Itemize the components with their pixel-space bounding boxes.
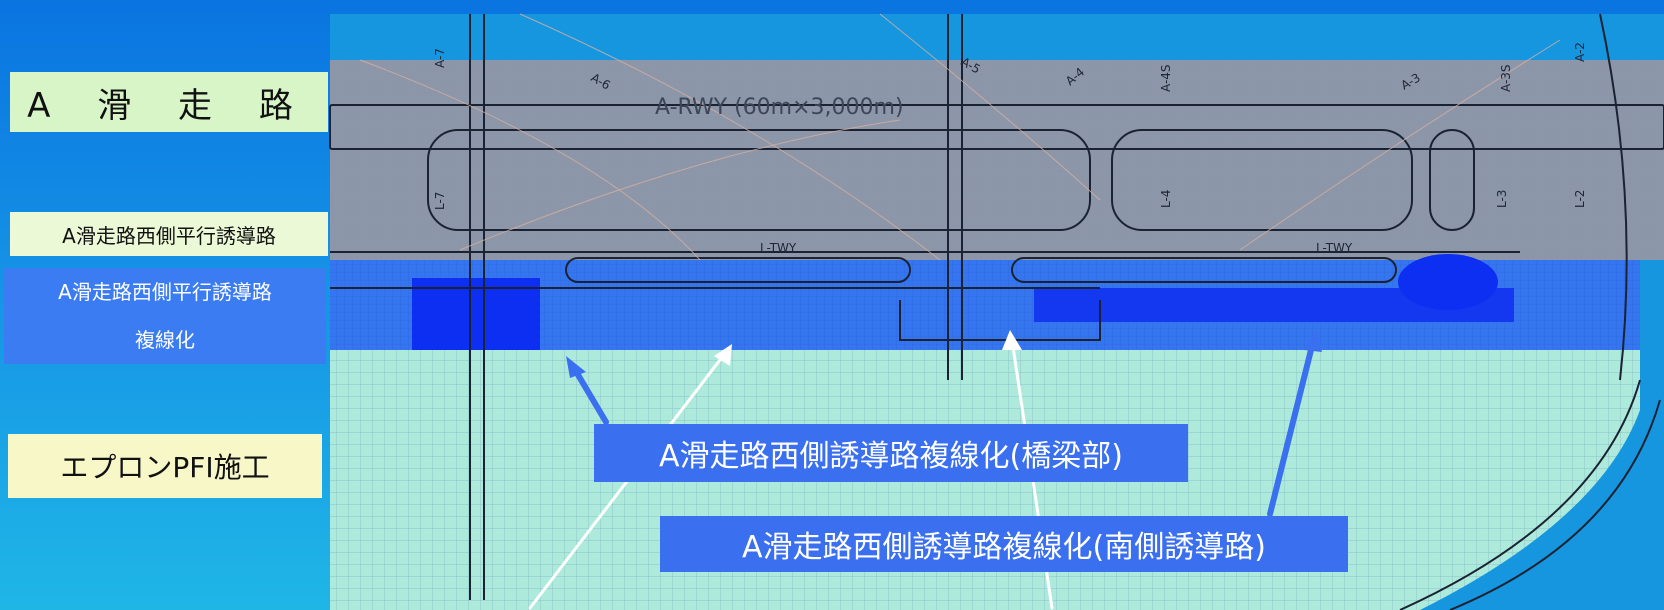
south-arrow: [1267, 343, 1315, 517]
l-twy-label-1: L-TWY: [760, 241, 797, 255]
label-a7: A-7: [433, 48, 447, 68]
legend-double-line-2: 複線化: [135, 328, 195, 352]
callout-bridge: A滑走路西側誘導路複線化(橋梁部): [594, 424, 1188, 482]
runway-name-label: A-RWY (60m×3,000m): [655, 95, 904, 120]
l-twy-label-2: L-TWY: [1316, 241, 1353, 255]
legend-runway: A 滑 走 路: [10, 72, 328, 132]
label-a4s: A-4S: [1159, 64, 1173, 92]
label-a2: A-2: [1573, 42, 1587, 62]
legend-double-line: A滑走路西側平行誘導路 複線化: [4, 268, 326, 364]
label-a3s: A-3S: [1499, 64, 1513, 92]
bridge-arrow: [571, 365, 609, 425]
legend-apron-pfi: エプロンPFI施工: [8, 434, 322, 498]
callout-south: A滑走路西側誘導路複線化(南側誘導路): [660, 516, 1348, 572]
label-l7: L-7: [433, 192, 447, 210]
label-l2: L-2: [1573, 190, 1587, 208]
label-l3: L-3: [1495, 190, 1509, 208]
legend-double-line-1: A滑走路西側平行誘導路: [58, 280, 272, 304]
legend-parallel-taxiway: A滑走路西側平行誘導路: [10, 212, 328, 256]
bridge-area: [412, 278, 540, 350]
label-l4: L-4: [1159, 190, 1173, 208]
